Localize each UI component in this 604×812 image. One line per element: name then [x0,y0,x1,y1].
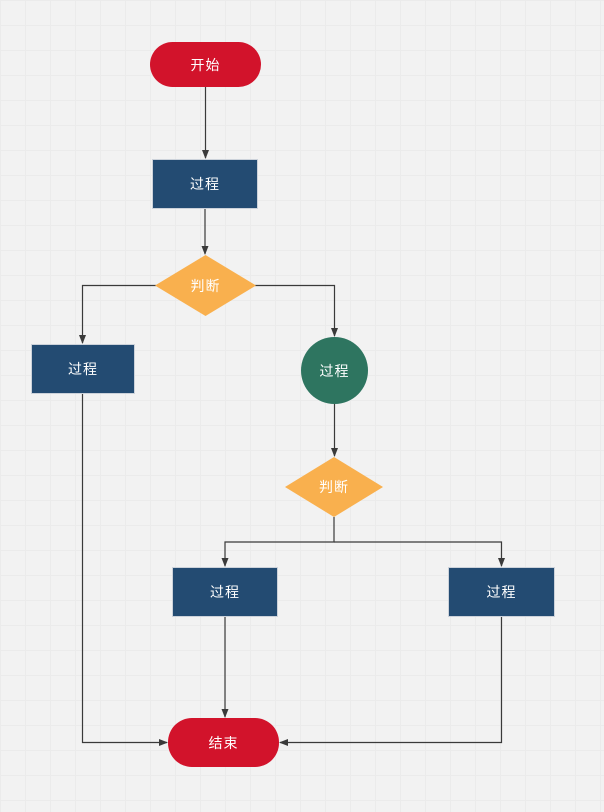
decision-top-node-label: 判断 [190,277,221,294]
decision-middle-node-label: 判断 [319,479,349,495]
connector-process-bottom-right-to-end[interactable] [279,617,503,746]
connector-decision-middle-to-process-bottom-left[interactable] [221,517,335,567]
connector-decision-top-to-process-circle[interactable] [255,284,338,337]
end-node[interactable]: 结束 [168,718,279,767]
end-node-label: 结束 [208,734,239,751]
process-bottom-left-node[interactable]: 过程 [172,567,278,617]
process-bottom-left-node-label: 过程 [210,584,240,600]
process-left-node[interactable]: 过程 [31,344,135,394]
process-bottom-right-node[interactable]: 过程 [448,567,555,617]
process-left-node-label: 过程 [68,361,98,377]
start-node[interactable]: 开始 [150,42,261,87]
process-top-node[interactable]: 过程 [152,159,258,209]
process-circle-node[interactable]: 过程 [301,337,368,404]
connector-decision-top-to-process-left[interactable] [79,284,157,344]
process-circle-node-label: 过程 [319,362,350,379]
connector-decision-middle-to-process-bottom-right[interactable] [334,541,505,567]
process-bottom-right-node-label: 过程 [486,584,517,600]
connector-process-left-to-end[interactable] [81,394,168,746]
start-node-label: 开始 [190,56,221,73]
process-top-node-label: 过程 [190,176,220,192]
